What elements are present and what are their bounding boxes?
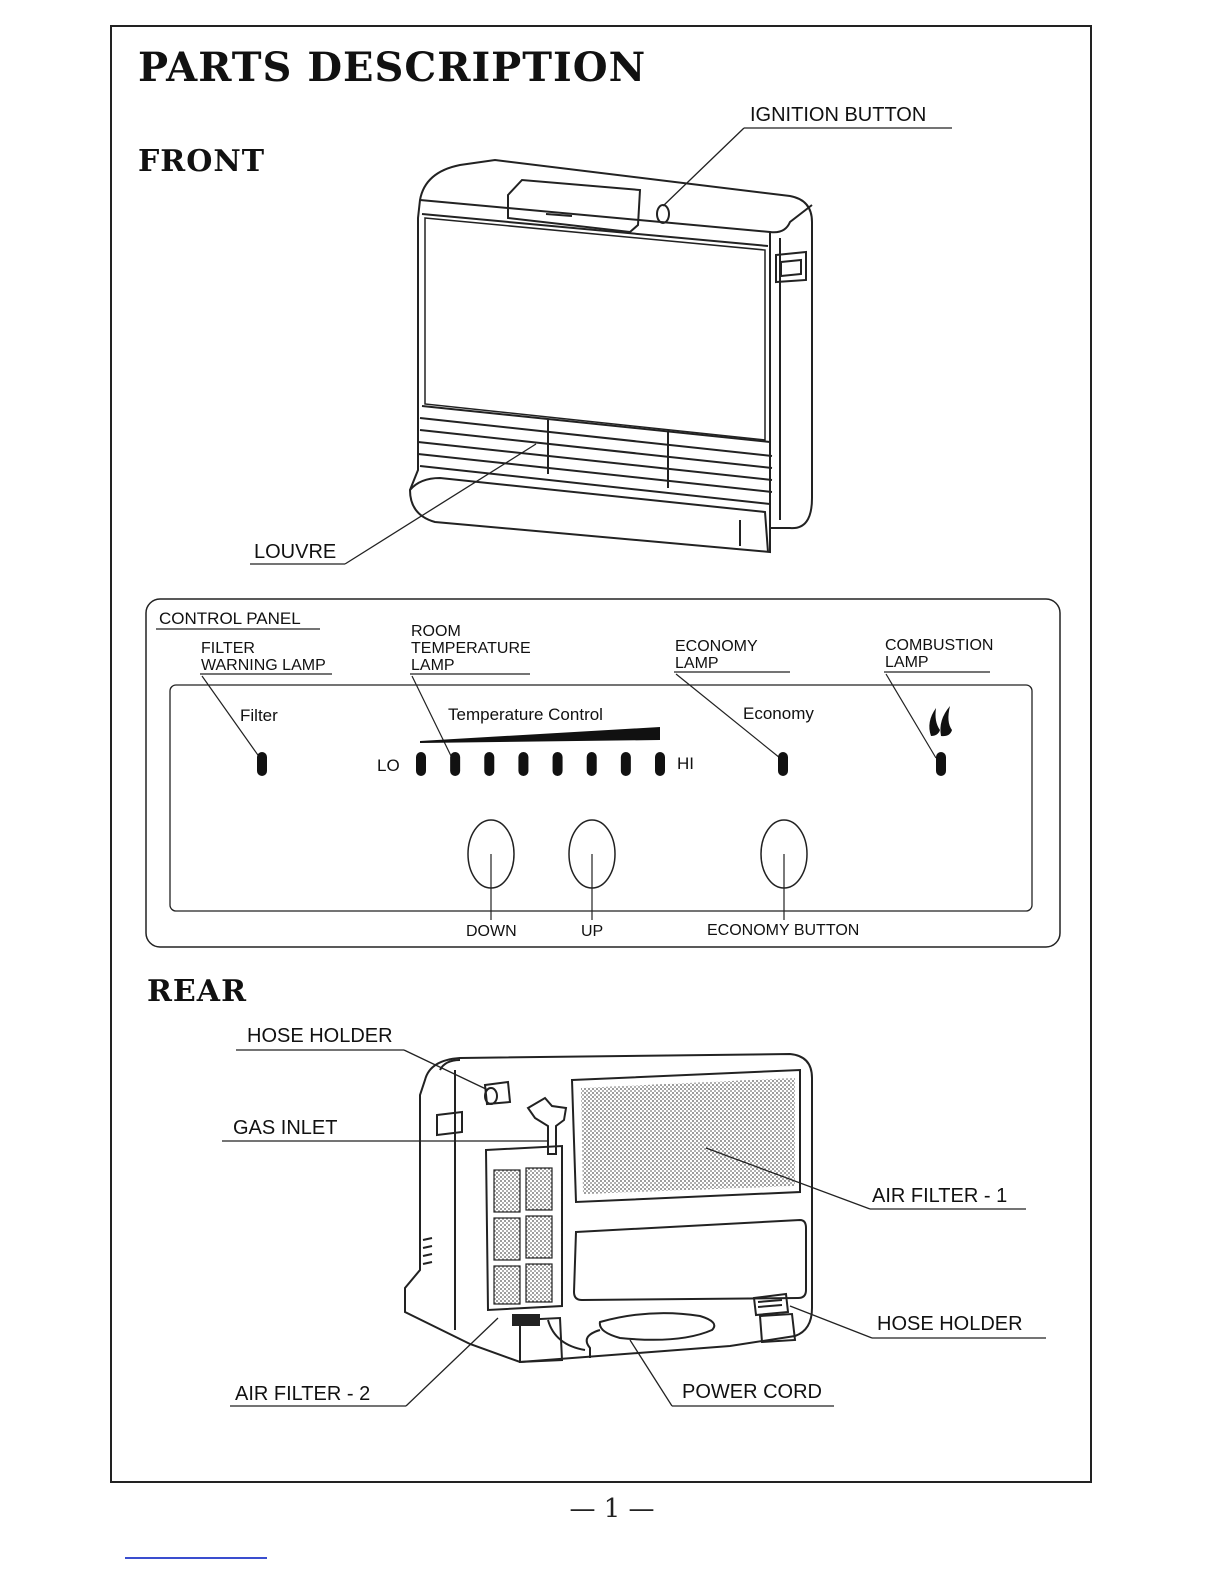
air-filter-2-label: AIR FILTER - 2 bbox=[235, 1383, 370, 1406]
page-number: — 1 — bbox=[0, 1494, 1224, 1524]
gas-inlet-label: GAS INLET bbox=[233, 1117, 337, 1140]
hose-holder-top-label: HOSE HOLDER bbox=[247, 1025, 393, 1048]
hose-holder-bottom-label: HOSE HOLDER bbox=[877, 1313, 1023, 1336]
power-cord-label: POWER CORD bbox=[682, 1381, 822, 1404]
footer-rule bbox=[125, 1557, 267, 1559]
air-filter-1-label: AIR FILTER - 1 bbox=[872, 1185, 1007, 1208]
